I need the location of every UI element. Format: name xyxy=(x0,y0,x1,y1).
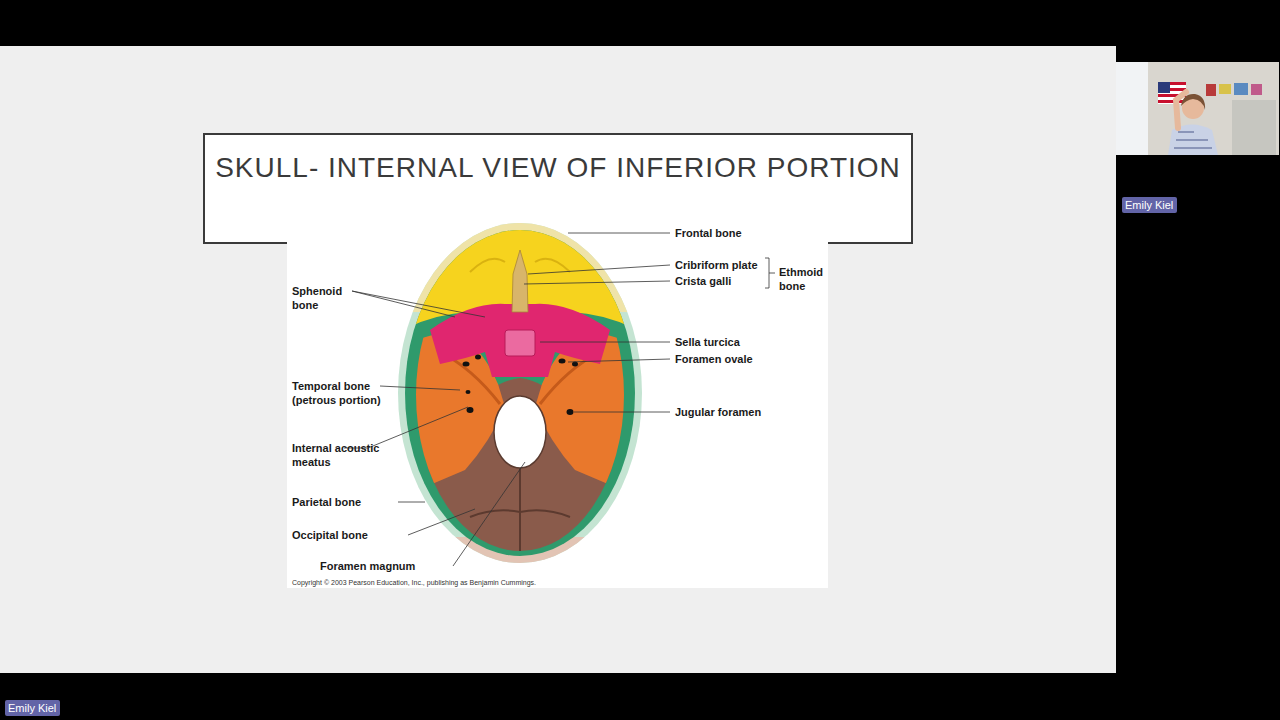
flag-canton xyxy=(1158,82,1170,93)
slide-background xyxy=(0,46,1116,673)
name-tag: Emily Kiel xyxy=(5,700,60,716)
skull-rim-tint xyxy=(390,217,650,577)
leader-line xyxy=(408,509,475,535)
webcam-thumbnail xyxy=(1116,62,1279,155)
shirt-stripes xyxy=(1174,132,1212,148)
foramen-magnum xyxy=(494,396,546,468)
poster xyxy=(1251,84,1262,95)
leader-line xyxy=(524,281,670,284)
sphenoid-bone xyxy=(430,304,610,377)
foramen xyxy=(559,359,566,364)
part-label: Foramen magnum xyxy=(320,559,450,573)
webcam-wall xyxy=(1116,62,1279,155)
webcam-board xyxy=(1232,100,1276,155)
person-hair xyxy=(1181,94,1205,110)
leader-line xyxy=(568,359,670,362)
skull-figure xyxy=(287,217,828,588)
foramen xyxy=(475,355,481,360)
part-label: Sella turcica xyxy=(675,335,795,349)
part-label: Sphenoid bone xyxy=(292,284,354,312)
participant-name: Emily Kiel xyxy=(1125,198,1174,212)
part-label: Crista galli xyxy=(675,274,795,288)
slide-title: SKULL- INTERNAL VIEW OF INFERIOR PORTION xyxy=(208,151,908,185)
poster xyxy=(1206,84,1216,96)
part-label: Jugular foramen xyxy=(675,405,795,419)
part-label: Internal acoustic meatus xyxy=(292,441,385,469)
occipital-crest xyxy=(470,468,570,557)
participant-name: Emily Kiel xyxy=(8,701,57,715)
leader-line xyxy=(568,233,670,234)
part-label: Foramen ovale xyxy=(675,352,795,366)
leader-line xyxy=(574,412,670,413)
leader-line xyxy=(540,342,670,343)
bracket xyxy=(765,258,775,288)
leader-line xyxy=(398,502,425,503)
foramen xyxy=(463,362,470,367)
poster xyxy=(1234,83,1248,95)
foramen xyxy=(466,390,471,394)
leader-line xyxy=(344,407,468,448)
leader-line xyxy=(352,291,485,317)
foramen xyxy=(567,409,574,415)
poster xyxy=(1219,84,1231,94)
copyright-note: Copyright © 2003 Pearson Education, Inc.… xyxy=(292,578,536,587)
sella-turcica xyxy=(505,330,535,356)
part-label: Temporal bone (petrous portion) xyxy=(292,379,394,407)
part-label: Occipital bone xyxy=(292,528,402,542)
leader-line xyxy=(380,386,460,390)
part-label: Parietal bone xyxy=(292,495,392,509)
part-label: Ethmoid bone xyxy=(779,265,835,293)
crista-galli xyxy=(512,250,528,312)
webcam-window xyxy=(1116,62,1148,155)
part-label: Frontal bone xyxy=(675,226,795,240)
name-tag: Emily Kiel xyxy=(1122,197,1177,213)
part-label: Cribriform plate xyxy=(675,258,795,272)
foramen xyxy=(467,407,474,413)
leader-line xyxy=(453,462,525,566)
leader-line xyxy=(528,265,670,274)
